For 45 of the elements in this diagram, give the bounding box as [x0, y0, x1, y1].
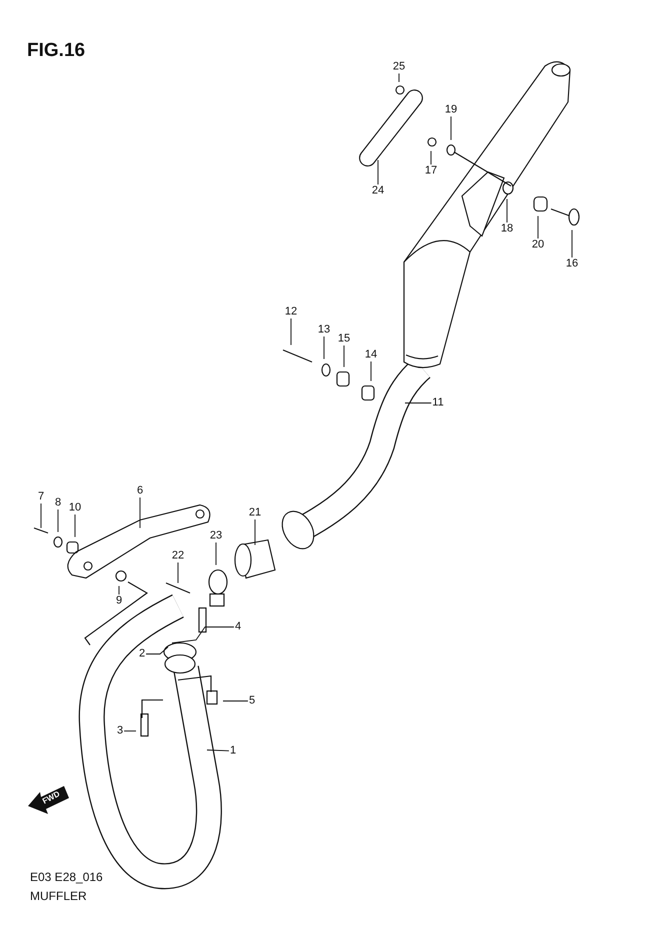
leader-line [450, 116, 452, 140]
callout-number: 24 [370, 184, 386, 198]
leader-line [430, 150, 432, 165]
leader-line [172, 626, 234, 644]
leader-line [118, 586, 120, 595]
callout-number: 19 [444, 104, 458, 116]
callout-number: 17 [424, 164, 438, 178]
figure-title: FIG.16 [27, 40, 86, 62]
callout-number: 9 [114, 594, 124, 608]
callout-number: 3 [116, 724, 124, 738]
callout-number: 23 [208, 530, 224, 542]
callout-number: 4 [234, 620, 242, 634]
callout-number: 13 [316, 324, 332, 336]
callout-number: 20 [530, 238, 546, 252]
leader-line [206, 750, 230, 752]
callout-number: 7 [36, 490, 46, 504]
leader-line [146, 646, 168, 654]
leader-line [506, 198, 508, 223]
leader-line [404, 402, 432, 404]
leader-line [40, 503, 42, 528]
callout-number: 12 [284, 306, 298, 318]
callout-number: 18 [500, 222, 514, 236]
callout-number: 2 [138, 648, 146, 660]
callout-number: 10 [68, 502, 82, 514]
callout-number: 6 [136, 484, 144, 498]
callout-number: 22 [170, 550, 186, 562]
leader-line [398, 73, 400, 82]
direction-label: FWD [40, 789, 62, 806]
callout-number: 21 [248, 506, 262, 520]
callout-number: 25 [392, 60, 406, 74]
callout-number: 14 [364, 348, 378, 362]
leader-line [74, 514, 76, 538]
leader-line [222, 700, 248, 702]
callout-number: 15 [336, 332, 352, 346]
callout-number: 16 [564, 258, 580, 270]
leader-line [254, 519, 256, 546]
leader-line [290, 318, 292, 346]
callout-number: 11 [431, 396, 445, 410]
figure-caption: MUFFLER [30, 889, 87, 903]
callout-number: 5 [248, 694, 256, 708]
callout-number: 8 [54, 496, 62, 510]
leader-line [124, 730, 136, 732]
leader-line [370, 361, 372, 382]
drawing-code: E03 E28_016 [30, 870, 103, 884]
callout-number: 1 [228, 744, 238, 758]
